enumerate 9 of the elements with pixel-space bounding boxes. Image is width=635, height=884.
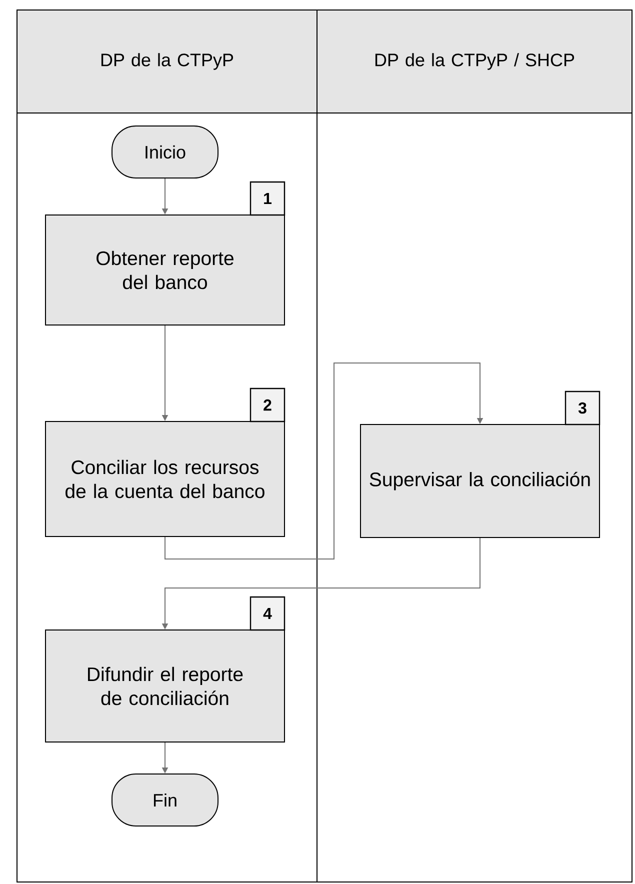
step-number-box: 3: [564, 390, 600, 426]
process-box: Supervisar la conciliación: [360, 424, 600, 538]
process-box: Conciliar los recursos de la cuenta del banco: [45, 421, 285, 537]
step-number-box: 1: [250, 181, 286, 216]
process-box: Obtener reporte del banco: [45, 214, 285, 326]
step-number-box: 2: [250, 388, 286, 422]
process-box: Difundir el reporte de conciliación: [45, 630, 285, 742]
arrow: [164, 362, 484, 560]
step-number-box: 4: [250, 596, 286, 631]
